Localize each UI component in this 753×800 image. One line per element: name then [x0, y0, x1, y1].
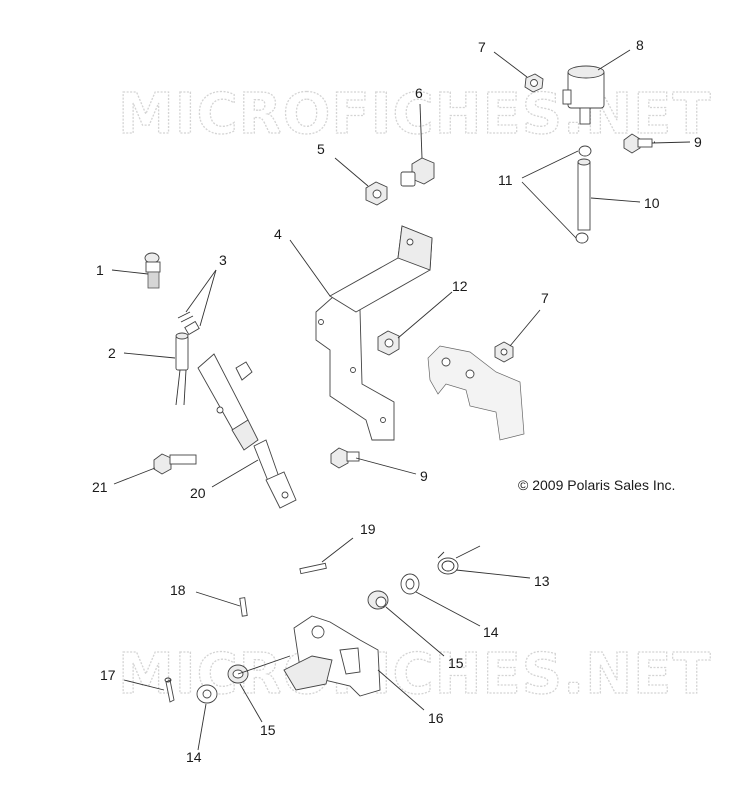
part-2-line	[175, 332, 189, 406]
copyright-text: © 2009 Polaris Sales Inc.	[518, 477, 675, 493]
part-7-nut-top	[524, 73, 544, 93]
part-13-spring	[437, 551, 459, 575]
callout-17: 17	[100, 667, 116, 683]
part-8-reservoir	[562, 65, 605, 125]
reference-bracket	[427, 345, 525, 441]
callout-13: 13	[534, 573, 550, 589]
callout-14-lower: 14	[186, 749, 202, 765]
part-5-nut	[365, 181, 388, 206]
part-10-hose	[577, 158, 591, 231]
callout-11: 11	[498, 172, 513, 188]
watermark-top: MICROFICHES.NET	[118, 82, 712, 147]
callout-1: 1	[96, 262, 104, 278]
callout-2: 2	[108, 345, 116, 361]
callout-15-upper: 15	[448, 655, 464, 671]
callout-20: 20	[190, 485, 206, 501]
part-3-washers	[177, 311, 200, 336]
part-15-bushing-upper	[367, 590, 389, 610]
part-9-bolt-mid	[330, 447, 360, 469]
callout-15-lower: 15	[260, 722, 276, 738]
part-6-bolt	[400, 157, 435, 187]
part-17-cotter-pin	[164, 677, 175, 703]
callout-8: 8	[636, 37, 644, 53]
callout-12: 12	[452, 278, 468, 294]
part-9-bolt-top	[623, 133, 653, 154]
callout-10: 10	[644, 195, 660, 211]
callout-7-top: 7	[478, 39, 486, 55]
callout-16: 16	[428, 710, 444, 726]
callout-9-top: 9	[694, 134, 702, 150]
part-18-pin	[239, 597, 248, 617]
part-7-nut-mid	[494, 341, 514, 363]
callout-18: 18	[170, 582, 186, 598]
callout-14-upper: 14	[483, 624, 499, 640]
callout-3: 3	[219, 252, 227, 268]
callout-numbers: 1 2 3 4 5 6 7 8 9 11 10 12 7 9 21 20 19 …	[92, 37, 702, 765]
part-16-pedal	[283, 615, 381, 697]
part-20-master-cylinder	[197, 353, 297, 509]
part-14-washer-upper	[400, 573, 420, 595]
part-11-clamps	[575, 145, 592, 244]
part-21-bolt	[153, 453, 197, 475]
callout-21: 21	[92, 479, 108, 495]
part-4-bracket	[315, 225, 433, 441]
callout-6: 6	[415, 85, 423, 101]
callout-7-mid: 7	[541, 290, 549, 306]
callout-4: 4	[274, 226, 282, 242]
part-1-fitting	[144, 252, 161, 289]
part-14-washer-lower	[196, 684, 218, 704]
leader-lines	[111, 49, 691, 751]
callout-19: 19	[360, 521, 376, 537]
part-12-nut	[377, 330, 400, 356]
callout-5: 5	[317, 141, 325, 157]
part-19-pin	[299, 562, 327, 575]
callout-9-mid: 9	[420, 468, 428, 484]
